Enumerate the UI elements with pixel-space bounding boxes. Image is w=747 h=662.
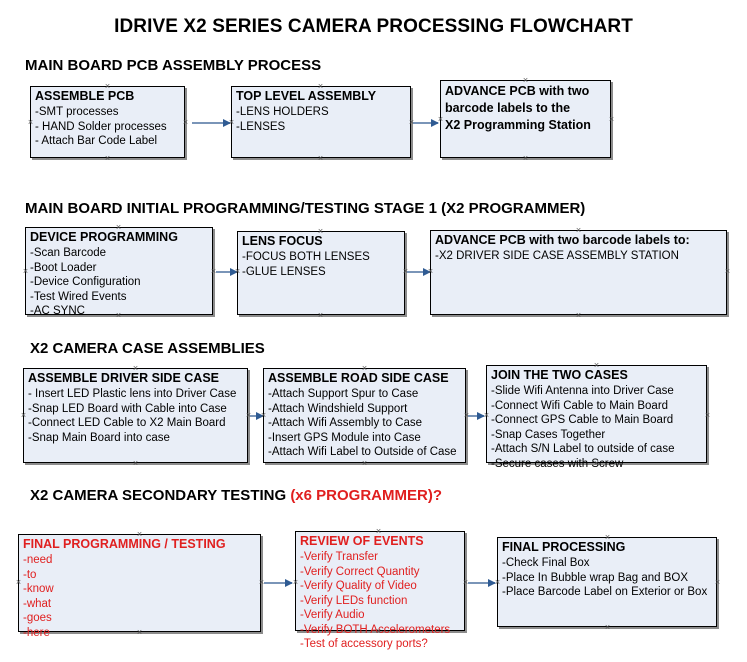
box-line: - Attach Bar Code Label <box>35 135 158 147</box>
box-line: -Attach Support Spur to Case <box>268 388 419 400</box>
connector-arrow <box>264 579 293 587</box>
box-line: -goes <box>23 612 52 624</box>
connector-arrow <box>413 119 439 127</box>
box-line: -Device Configuration <box>30 276 141 288</box>
box-line: -Place Barcode Label on Exterior or Box <box>502 586 708 598</box>
box-line: -Verify Transfer <box>300 551 378 563</box>
connector-arrow <box>468 579 496 587</box>
connector-arrow <box>407 268 431 276</box>
connector-arrow <box>250 412 264 420</box>
section-heading-highlight: (x6 PROGRAMMER)? <box>290 487 442 504</box>
box-title: ADVANCE PCB with two barcode labels to: <box>435 233 690 247</box>
box-line: -Insert GPS Module into Case <box>268 431 421 444</box>
box-line: -FOCUS BOTH LENSES <box>242 251 370 263</box>
box-line-overflow: -Test of accessory ports? <box>300 638 428 650</box>
box-line: -Attach Windshield Support <box>268 402 408 415</box>
box-title: ASSEMBLE ROAD SIDE CASE <box>268 371 449 385</box>
box-title: JOIN THE TWO CASES <box>491 368 628 382</box>
box-line: -Check Final Box <box>502 557 590 569</box>
box-line: barcode labels to the <box>445 101 571 115</box>
box-title: ASSEMBLE DRIVER SIDE CASE <box>28 371 220 385</box>
box-title: LENS FOCUS <box>242 234 323 248</box>
box-title: TOP LEVEL ASSEMBLY <box>236 89 377 103</box>
process-box-advance-pcb-to-driver-side-case-assembly[interactable]: ADVANCE PCB with two barcode labels to: … <box>430 230 727 315</box>
connector-arrow <box>216 268 238 276</box>
box-line: -Attach S/N Label to outside of case <box>491 443 675 455</box>
box-title: FINAL PROCESSING <box>502 540 626 554</box>
box-line: -AC SYNC <box>30 305 85 317</box>
box-line: ADVANCE PCB with two <box>445 84 590 98</box>
box-line: -Verify LEDs function <box>300 594 408 607</box>
box-line: -LENS HOLDERS <box>236 106 329 118</box>
section-heading-main-board-initial-programming: MAIN BOARD INITIAL PROGRAMMING/TESTING S… <box>25 200 585 217</box>
box-line: -Snap Main Board into case <box>28 431 170 444</box>
box-line: -Secure cases with Screw <box>491 457 624 470</box>
box-line: -need <box>23 554 53 566</box>
box-line: -GLUE LENSES <box>242 265 326 278</box>
section-heading-x2-camera-case-assemblies: X2 CAMERA CASE ASSEMBLIES <box>30 340 265 357</box>
connector-arrow <box>468 412 485 420</box>
box-line: -Test Wired Events <box>30 290 127 303</box>
box-line: -Scan Barcode <box>30 247 107 259</box>
box-line: - HAND Solder processes <box>35 120 167 133</box>
box-line: -LENSES <box>236 120 286 133</box>
process-box-lens-focus[interactable]: LENS FOCUS -FOCUS BOTH LENSES -GLUE LENS… <box>237 231 405 315</box>
section-heading-text: X2 CAMERA CASE ASSEMBLIES <box>30 340 265 357</box>
box-line: -Verify BOTH Accelerometers <box>300 623 451 636</box>
box-title: ASSEMBLE PCB <box>35 89 135 103</box>
section-heading-text: MAIN BOARD PCB ASSEMBLY PROCESS <box>25 57 322 74</box>
box-line: -Verify Quality of Video <box>300 580 417 592</box>
box-line: -Slide Wifi Antenna into Driver Case <box>491 385 674 397</box>
box-line: -SMT processes <box>35 106 119 118</box>
process-box-final-programming-testing[interactable]: FINAL PROGRAMMING / TESTING -need -to -k… <box>18 534 261 639</box>
box-title: FINAL PROGRAMMING / TESTING <box>23 537 226 551</box>
section-heading-main-board-pcb-assembly-process: MAIN BOARD PCB ASSEMBLY PROCESS <box>25 57 321 74</box>
process-box-assemble-driver-side-case[interactable]: ASSEMBLE DRIVER SIDE CASE - Insert LED P… <box>23 368 248 463</box>
box-line: -Snap LED Board with Cable into Case <box>28 402 227 415</box>
process-box-join-the-two-cases[interactable]: JOIN THE TWO CASES -Slide Wifi Antenna i… <box>486 365 707 470</box>
process-box-top-level-assembly[interactable]: TOP LEVEL ASSEMBLY -LENS HOLDERS -LENSES <box>231 86 411 158</box>
box-line: -Boot Loader <box>30 261 97 274</box>
box-line: -what <box>23 597 52 610</box>
section-heading-text: X2 CAMERA SECONDARY TESTING <box>30 487 291 504</box>
box-line: -X2 DRIVER SIDE CASE ASSEMBLY STATION <box>435 250 679 262</box>
section-heading-text: MAIN BOARD INITIAL PROGRAMMING/TESTING S… <box>25 200 586 217</box>
process-box-assemble-pcb[interactable]: ASSEMBLE PCB -SMT processes - HAND Solde… <box>30 86 185 158</box>
box-line: -to <box>23 568 37 581</box>
box-line: -Connect Wifi Cable to Main Board <box>491 399 669 412</box>
process-box-advance-pcb-to-x2-programming-station[interactable]: ADVANCE PCB with two barcode labels to t… <box>440 80 611 158</box>
section-heading-x2-camera-secondary-testing: X2 CAMERA SECONDARY TESTING (x6 PROGRAMM… <box>30 487 442 504</box>
box-line: -know <box>23 583 54 595</box>
process-box-assemble-road-side-case[interactable]: ASSEMBLE ROAD SIDE CASE -Attach Support … <box>263 368 466 463</box>
box-line: -Verify Audio <box>300 609 365 621</box>
box-title: REVIEW OF EVENTS <box>300 534 424 548</box>
box-line: X2 Programming Station <box>445 118 591 132</box>
box-line: -Verify Correct Quantity <box>300 565 420 578</box>
process-box-device-programming[interactable]: DEVICE PROGRAMMING -Scan Barcode -Boot L… <box>25 227 213 317</box>
box-line: -Place In Bubble wrap Bag and BOX <box>502 571 689 584</box>
connector-arrow <box>192 119 231 127</box>
box-line: -Snap Cases Together <box>491 428 606 441</box>
box-line: -Attach Wifi Assembly to Case <box>268 417 423 429</box>
process-box-review-of-events[interactable]: REVIEW OF EVENTS -Verify Transfer -Verif… <box>295 531 465 650</box>
page-title: IDRIVE X2 SERIES CAMERA PROCESSING FLOWC… <box>114 16 633 37</box>
box-line: -Attach Wifi Label to Outside of Case <box>268 446 457 458</box>
box-line: -Connect GPS Cable to Main Board <box>491 414 674 426</box>
box-title: DEVICE PROGRAMMING <box>30 230 178 244</box>
process-box-final-processing[interactable]: FINAL PROCESSING -Check Final Box -Place… <box>497 537 717 627</box>
box-line: -here <box>23 626 50 639</box>
box-line: -Connect LED Cable to X2 Main Board <box>28 417 226 429</box>
box-line: - Insert LED Plastic lens into Driver Ca… <box>28 388 237 400</box>
